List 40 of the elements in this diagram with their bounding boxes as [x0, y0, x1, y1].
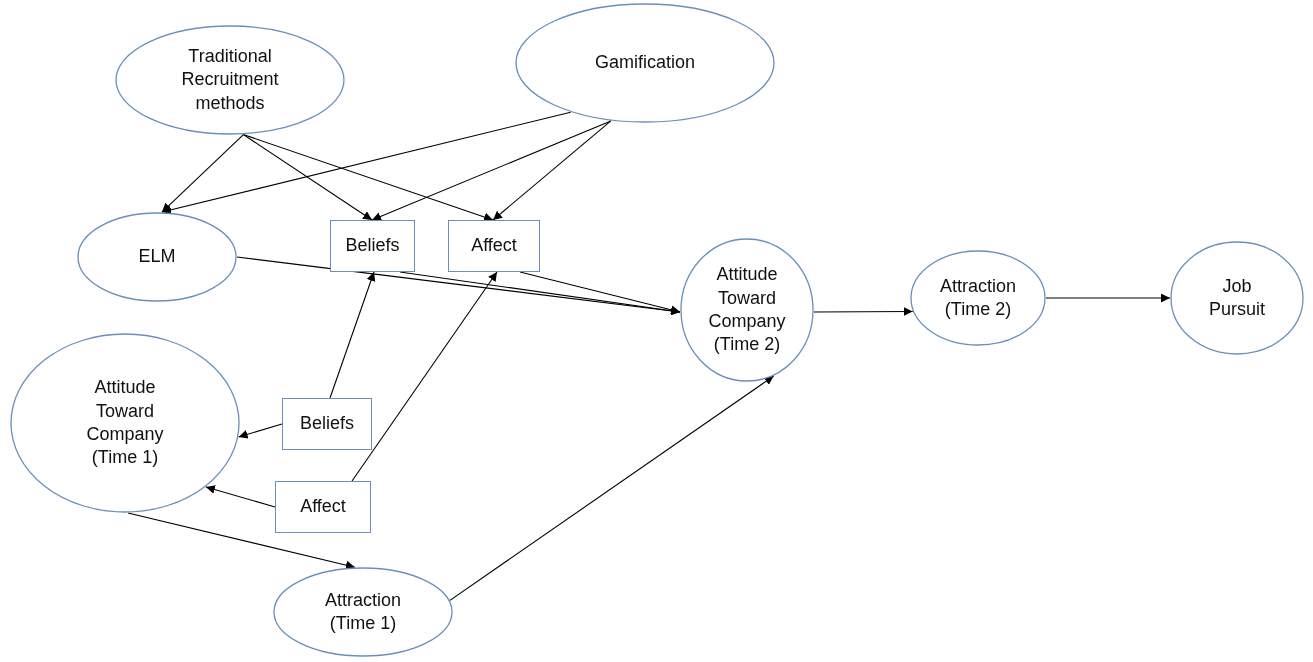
arrow [205, 485, 276, 508]
node-label: Gamification [593, 51, 696, 75]
concept-ellipse [10, 333, 240, 513]
arrow [242, 134, 494, 222]
arrow [449, 375, 775, 601]
arrow [1045, 293, 1171, 303]
arrow [242, 134, 373, 221]
concept-ellipse [910, 250, 1046, 346]
arrow [351, 271, 498, 482]
node-label: Attitude Toward Company (Time 1) [85, 376, 165, 470]
arrow [329, 271, 376, 399]
node-label: Attraction (Time 1) [323, 588, 402, 635]
concept-ellipse [115, 25, 345, 135]
concept-box [448, 220, 540, 272]
node-label: Affect [299, 495, 347, 519]
arrow [519, 271, 681, 315]
concept-ellipse [273, 567, 453, 657]
node-label: Attraction (Time 2) [938, 274, 1017, 321]
concept-ellipse [515, 3, 775, 123]
node-label: Beliefs [344, 234, 401, 258]
arrow [161, 134, 244, 213]
arrow [127, 512, 356, 570]
arrow [236, 256, 681, 316]
node-label: Attitude Toward Company (Time 2) [707, 263, 787, 357]
node-label: Job Pursuit [1208, 274, 1266, 321]
concept-ellipse [680, 238, 814, 382]
node-label: Beliefs [299, 412, 355, 436]
arrow [371, 120, 612, 221]
arrow [492, 120, 612, 221]
concept-box [275, 481, 371, 533]
node-label: ELM [137, 245, 177, 269]
node-label: Traditional Recruitment methods [180, 44, 280, 115]
arrow [813, 307, 914, 316]
concept-ellipse [77, 212, 237, 302]
concept-box [330, 220, 415, 272]
arrow [238, 423, 283, 439]
node-label: Affect [470, 234, 518, 258]
concept-ellipse [1170, 241, 1304, 355]
concept-box [282, 398, 372, 450]
arrow [161, 111, 572, 215]
